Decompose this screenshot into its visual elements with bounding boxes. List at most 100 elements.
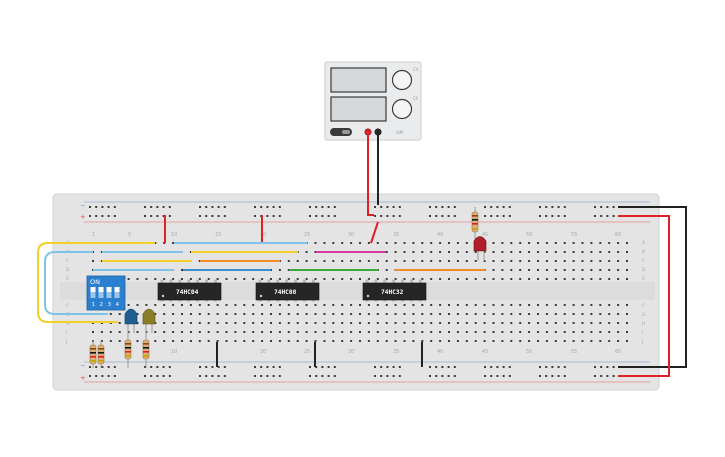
breadboard-hole[interactable] bbox=[563, 206, 566, 208]
breadboard-hole[interactable] bbox=[508, 215, 511, 217]
breadboard-hole[interactable] bbox=[435, 375, 438, 377]
resistors[interactable] bbox=[89, 207, 479, 368]
breadboard-hole[interactable] bbox=[557, 366, 560, 368]
breadboard-hole[interactable] bbox=[392, 206, 395, 208]
breadboard-hole[interactable] bbox=[439, 251, 442, 253]
breadboard-hole[interactable] bbox=[305, 304, 308, 306]
breadboard-hole[interactable] bbox=[626, 269, 628, 271]
breadboard-hole[interactable] bbox=[260, 206, 263, 208]
breadboard-hole[interactable] bbox=[563, 304, 566, 306]
breadboard-hole[interactable] bbox=[563, 366, 566, 368]
breadboard-hole[interactable] bbox=[162, 215, 165, 217]
breadboard-hole[interactable] bbox=[376, 260, 379, 262]
breadboard-hole[interactable] bbox=[225, 313, 228, 315]
breadboard-hole[interactable] bbox=[252, 304, 255, 306]
breadboard-hole[interactable] bbox=[305, 340, 308, 342]
breadboard-hole[interactable] bbox=[198, 260, 201, 262]
breadboard-hole[interactable] bbox=[412, 331, 415, 333]
breadboard-hole[interactable] bbox=[600, 366, 603, 368]
breadboard-hole[interactable] bbox=[465, 242, 468, 244]
breadboard-hole[interactable] bbox=[374, 366, 376, 368]
breadboard-hole[interactable] bbox=[225, 304, 228, 306]
breadboard-hole[interactable] bbox=[109, 313, 112, 315]
breadboard-hole[interactable] bbox=[492, 278, 495, 280]
breadboard-hole[interactable] bbox=[216, 322, 219, 324]
breadboard-hole[interactable] bbox=[412, 260, 415, 262]
breadboard-hole[interactable] bbox=[332, 322, 335, 324]
breadboard-hole[interactable] bbox=[496, 366, 499, 368]
breadboard-hole[interactable] bbox=[376, 331, 379, 333]
breadboard-hole[interactable] bbox=[341, 322, 344, 324]
breadboard-hole[interactable] bbox=[118, 322, 121, 324]
breadboard-hole[interactable] bbox=[127, 304, 130, 306]
breadboard-hole[interactable] bbox=[332, 304, 335, 306]
breadboard-hole[interactable] bbox=[323, 331, 326, 333]
breadboard-hole[interactable] bbox=[599, 331, 602, 333]
breadboard-hole[interactable] bbox=[89, 215, 91, 217]
breadboard-hole[interactable] bbox=[502, 215, 505, 217]
breadboard-hole[interactable] bbox=[118, 331, 121, 333]
breadboard-hole[interactable] bbox=[314, 313, 317, 315]
breadboard-hole[interactable] bbox=[89, 206, 91, 208]
breadboard-hole[interactable] bbox=[376, 313, 379, 315]
breadboard-hole[interactable] bbox=[321, 206, 324, 208]
breadboard-hole[interactable] bbox=[198, 331, 201, 333]
breadboard-hole[interactable] bbox=[412, 278, 415, 280]
breadboard-hole[interactable] bbox=[315, 366, 318, 368]
breadboard-hole[interactable] bbox=[430, 242, 433, 244]
breadboard-hole[interactable] bbox=[287, 340, 290, 342]
breadboard-hole[interactable] bbox=[545, 215, 548, 217]
breadboard-hole[interactable] bbox=[403, 260, 406, 262]
breadboard-hole[interactable] bbox=[429, 366, 431, 368]
breadboard-hole[interactable] bbox=[156, 375, 159, 377]
breadboard-hole[interactable] bbox=[456, 260, 459, 262]
breadboard-hole[interactable] bbox=[296, 313, 299, 315]
breadboard-hole[interactable] bbox=[296, 340, 299, 342]
breadboard-hole[interactable] bbox=[367, 260, 370, 262]
breadboard-hole[interactable] bbox=[501, 269, 504, 271]
breadboard-hole[interactable] bbox=[392, 215, 395, 217]
breadboard-hole[interactable] bbox=[207, 313, 210, 315]
breadboard-hole[interactable] bbox=[278, 340, 281, 342]
breadboard-hole[interactable] bbox=[554, 251, 557, 253]
breadboard-hole[interactable] bbox=[465, 313, 468, 315]
breadboard-hole[interactable] bbox=[483, 251, 486, 253]
breadboard-hole[interactable] bbox=[163, 331, 166, 333]
breadboard-hole[interactable] bbox=[528, 269, 531, 271]
breadboard-hole[interactable] bbox=[278, 331, 281, 333]
breadboard-hole[interactable] bbox=[412, 242, 415, 244]
breadboard-hole[interactable] bbox=[287, 278, 290, 280]
breadboard-hole[interactable] bbox=[439, 242, 442, 244]
breadboard-hole[interactable] bbox=[113, 206, 116, 208]
breadboard-hole[interactable] bbox=[429, 206, 431, 208]
breadboard-hole[interactable] bbox=[205, 215, 208, 217]
breadboard-hole[interactable] bbox=[510, 260, 513, 262]
breadboard-hole[interactable] bbox=[447, 206, 450, 208]
breadboard-hole[interactable] bbox=[563, 215, 566, 217]
breadboard-hole[interactable] bbox=[136, 322, 139, 324]
breadboard-hole[interactable] bbox=[100, 251, 103, 253]
breadboard-hole[interactable] bbox=[429, 215, 431, 217]
breadboard-hole[interactable] bbox=[545, 375, 548, 377]
breadboard-hole[interactable] bbox=[168, 366, 171, 368]
breadboard-hole[interactable] bbox=[606, 366, 609, 368]
breadboard-hole[interactable] bbox=[107, 206, 110, 208]
breadboard-hole[interactable] bbox=[172, 242, 175, 244]
breadboard-hole[interactable] bbox=[572, 278, 575, 280]
breadboard-hole[interactable] bbox=[333, 366, 336, 368]
breadboard-hole[interactable] bbox=[617, 331, 620, 333]
breadboard-hole[interactable] bbox=[545, 278, 548, 280]
breadboard-hole[interactable] bbox=[572, 251, 575, 253]
breadboard-hole[interactable] bbox=[448, 251, 450, 253]
breadboard-hole[interactable] bbox=[626, 242, 628, 244]
breadboard-hole[interactable] bbox=[429, 375, 431, 377]
breadboard-hole[interactable] bbox=[234, 322, 237, 324]
breadboard-hole[interactable] bbox=[89, 366, 91, 368]
breadboard-hole[interactable] bbox=[430, 304, 433, 306]
breadboard-hole[interactable] bbox=[435, 206, 438, 208]
breadboard-hole[interactable] bbox=[374, 375, 376, 377]
breadboard-hole[interactable] bbox=[266, 206, 269, 208]
breadboard-hole[interactable] bbox=[581, 251, 584, 253]
breadboard-hole[interactable] bbox=[314, 304, 317, 306]
breadboard-hole[interactable] bbox=[557, 206, 560, 208]
